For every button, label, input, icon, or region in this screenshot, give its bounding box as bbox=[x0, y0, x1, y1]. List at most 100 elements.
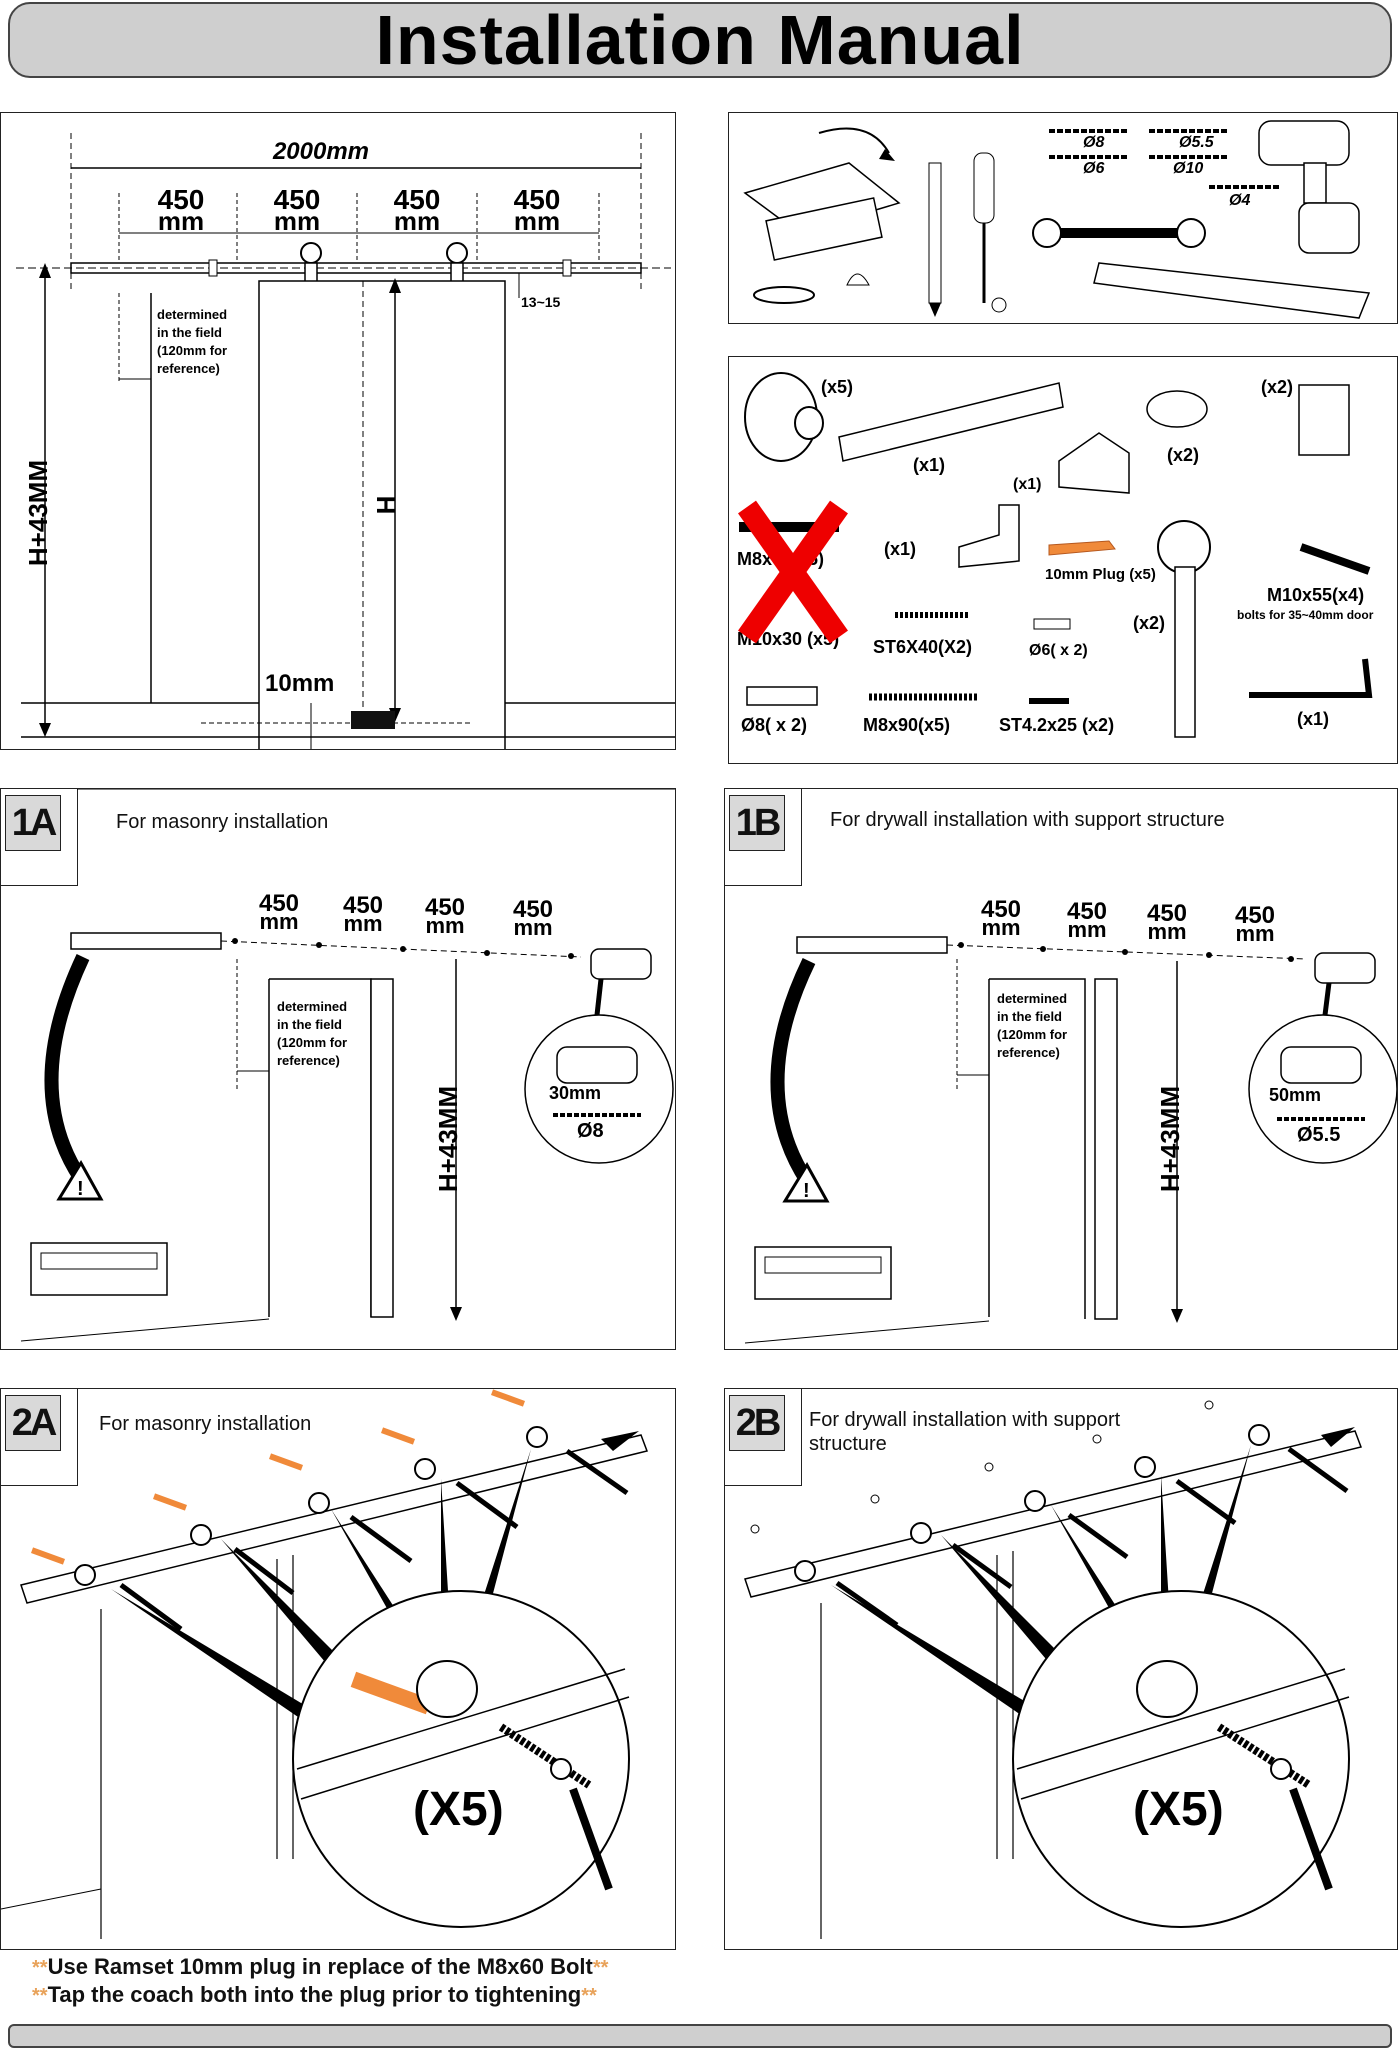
spacing-1b-unit-1: mm bbox=[981, 915, 1020, 940]
spacing-1b-2: 450 bbox=[1067, 898, 1107, 925]
part-label-13: Ø6( x 2) bbox=[1029, 642, 1088, 659]
step-1b-diagram: 450 mm 450 mm 450 mm 450 mm determined i… bbox=[744, 896, 1397, 1344]
step-2b-diagram: (X5) bbox=[744, 1400, 1362, 1939]
plug-detail bbox=[350, 1671, 432, 1715]
level-tool bbox=[70, 932, 222, 950]
rail-2a bbox=[20, 1434, 648, 1604]
step-2a-diagram: (X5) bbox=[1, 1389, 648, 1939]
spacer-detail-2b bbox=[1136, 1660, 1198, 1718]
drill-bit-1b: Ø5.5 bbox=[1297, 1124, 1340, 1146]
drill-depth-1a: 30mm bbox=[549, 1083, 601, 1103]
spacing-label-1: 450 bbox=[158, 184, 205, 215]
door-panel bbox=[258, 280, 506, 749]
zoom-detail-2a bbox=[292, 1590, 630, 1928]
spacing-1a-unit-2: mm bbox=[343, 911, 382, 936]
footnote-line-2: **Tap the coach both into the plug prior… bbox=[32, 1982, 597, 2008]
part-label-15: Ø8( x 2) bbox=[741, 715, 807, 735]
note-1a-3: (120mm for bbox=[277, 1035, 347, 1050]
page-title: Installation Manual bbox=[375, 1, 1025, 79]
zoom-detail-2b bbox=[1012, 1590, 1350, 1928]
part-label-12: ST6X40(X2) bbox=[873, 637, 972, 657]
count-2a: (X5) bbox=[413, 1783, 504, 1836]
spacing-unit-3: mm bbox=[394, 206, 440, 236]
hanger-strap-icon bbox=[1157, 520, 1211, 574]
step-1a-panel: 1A For masonry installation 450 mm 450 m… bbox=[0, 788, 676, 1350]
rail-2b bbox=[744, 1430, 1362, 1598]
note-line-2: in the field bbox=[157, 325, 222, 340]
warning-icon bbox=[56, 1160, 104, 1201]
spacing-label-2: 450 bbox=[274, 184, 321, 215]
part-label-8: 10mm Plug (x5) bbox=[1045, 566, 1156, 583]
spacing-1b-3: 450 bbox=[1147, 900, 1187, 927]
spacing-1a-1: 450 bbox=[259, 890, 299, 917]
part-label-7: (x1) bbox=[884, 539, 916, 559]
anchor-group-2b bbox=[750, 1400, 1349, 1628]
spacing-1a-unit-4: mm bbox=[513, 915, 552, 940]
part-label-9: M10x55(x4) bbox=[1267, 585, 1364, 605]
rail-icon bbox=[838, 382, 1064, 462]
step-number-1b: 1B bbox=[729, 795, 785, 851]
spacing-1b-1: 450 bbox=[981, 896, 1021, 923]
excluded-x-mark bbox=[738, 500, 848, 644]
anchor-6-icon bbox=[1033, 618, 1071, 630]
footnote-star: ** bbox=[592, 1957, 609, 1979]
step-tab-1a: 1A bbox=[1, 789, 78, 886]
total-length-label: 2000mm bbox=[272, 138, 369, 165]
spacing-1b-4: 450 bbox=[1235, 902, 1275, 929]
drill-detail-icon bbox=[556, 1046, 638, 1084]
overview-diagram: 2000mm 450 mm 450 mm 450 mm 450 mm 13~15… bbox=[16, 133, 675, 749]
step-tab-1b: 1B bbox=[725, 789, 802, 886]
footnote-text-1: Use Ramset 10mm plug in replace of the M… bbox=[47, 1954, 593, 1979]
bottom-bar bbox=[8, 2024, 1392, 2048]
note-line-3: (120mm for bbox=[157, 343, 227, 358]
part-label-5: (x2) bbox=[1261, 377, 1293, 397]
tape-measure-icon bbox=[1298, 202, 1360, 254]
drill-detail-icon-1b bbox=[1280, 1046, 1362, 1084]
spacing-1a-3: 450 bbox=[425, 894, 465, 921]
drill-bit-label-3: Ø6 bbox=[1083, 160, 1104, 177]
step-tab-2b: 2B bbox=[725, 1389, 802, 1486]
note-1a-1: determined bbox=[277, 999, 347, 1014]
step-1b-panel: 1B For drywall installation with support… bbox=[724, 788, 1398, 1350]
drill-bit-1a: Ø8 bbox=[577, 1120, 604, 1142]
spacing-1a-4: 450 bbox=[513, 896, 553, 923]
floor-guide-icon bbox=[1058, 432, 1130, 494]
drill-depth-1b: 50mm bbox=[1269, 1085, 1321, 1105]
count-2b: (X5) bbox=[1133, 1783, 1224, 1836]
part-label-16: M8x90(x5) bbox=[863, 715, 950, 735]
screwdriver-icon bbox=[973, 152, 995, 224]
step-2b-panel: 2B For drywall installation with support… bbox=[724, 1388, 1398, 1950]
gap-label: 13~15 bbox=[521, 294, 561, 310]
angle-bracket-icon bbox=[958, 504, 1020, 568]
step-1a-title: For masonry installation bbox=[116, 811, 329, 833]
spacing-unit-2: mm bbox=[274, 206, 320, 236]
part-label-2: (x1) bbox=[913, 455, 945, 475]
drill-bit-label-4: Ø10 bbox=[1173, 160, 1203, 177]
note-1b-1: determined bbox=[997, 991, 1067, 1006]
spacing-1a-unit-1: mm bbox=[259, 909, 298, 934]
string-icon bbox=[753, 286, 815, 304]
note-1a-2: in the field bbox=[277, 1017, 342, 1032]
warning-mark-1b: ! bbox=[803, 1180, 810, 1202]
drill-bit-label-1: Ø8 bbox=[1083, 134, 1104, 151]
warning-mark: ! bbox=[77, 1178, 84, 1200]
step-number-2a: 2A bbox=[5, 1395, 61, 1451]
spacing-unit-1: mm bbox=[158, 206, 204, 236]
step-2a-title: For masonry installation bbox=[99, 1413, 312, 1435]
spacing-unit-4: mm bbox=[514, 206, 560, 236]
part-label-1: (x5) bbox=[821, 377, 853, 397]
level-tool-1b bbox=[796, 936, 948, 954]
step-2b-title-line-2: structure bbox=[809, 1433, 887, 1455]
step-number-2b: 2B bbox=[729, 1395, 785, 1451]
height-label: H+43MM bbox=[23, 460, 53, 566]
footnote-star: ** bbox=[32, 1957, 48, 1979]
footnote-star: ** bbox=[581, 1985, 597, 2007]
step-2b-title-line-1: For drywall installation with support bbox=[809, 1409, 1121, 1431]
anchor-group-2a bbox=[30, 1389, 629, 1632]
step-number-1a: 1A bbox=[5, 795, 61, 851]
part-label-4: (x2) bbox=[1167, 445, 1199, 465]
overview-panel: 2000mm 450 mm 450 mm 450 mm 450 mm 13~15… bbox=[0, 112, 676, 750]
wrench-detail-2b bbox=[1289, 1787, 1333, 1891]
part-label-10: bolts for 35~40mm door bbox=[1237, 608, 1374, 622]
anchor-8-icon bbox=[746, 686, 818, 706]
